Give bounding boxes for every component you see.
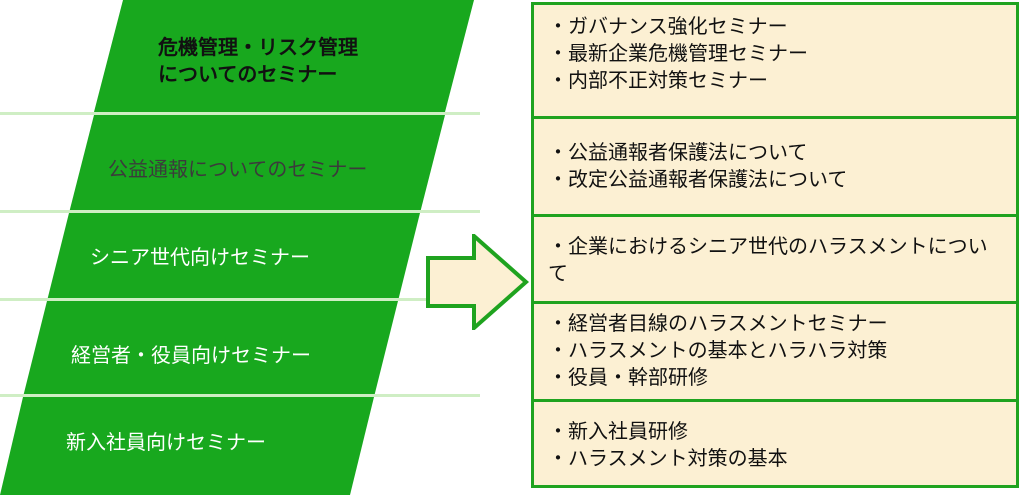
category-label: 経営者・役員向けセミナー [71,343,311,367]
topic-item: ・ハラスメントの基本とハラハラ対策 [548,338,888,362]
category-block-executives: 経営者・役員向けセミナー [0,298,480,397]
topic-item: ・新入社員研修 [548,419,688,443]
topic-item: ・役員・幹部研修 [548,365,708,389]
topic-group-new-employees: ・新入社員研修 ・ハラスメント対策の基本 [534,399,1016,485]
category-label: 公益通報についてのセミナー [108,157,368,181]
category-label: シニア世代向けセミナー [90,245,310,269]
topic-item: ・経営者目線のハラスメントセミナー [548,311,888,335]
topic-item: ・内部不正対策セミナー [548,68,768,92]
topic-item: ・改定公益通報者保護法について [548,167,848,191]
category-block-risk-management: 危機管理・リスク管理 についてのセミナー [0,0,480,112]
topic-item: ・公益通報者保護法について [548,140,808,164]
category-label: 新入社員向けセミナー [66,430,266,454]
topic-group-risk-management: ・ガバナンス強化セミナー ・最新企業危機管理セミナー ・内部不正対策セミナー [534,5,1016,116]
topic-item: ・企業におけるシニア世代のハラスメントについて [548,234,988,285]
topic-group-executives: ・経営者目線のハラスメントセミナー ・ハラスメントの基本とハラハラ対策 ・役員・… [534,301,1016,399]
topic-item: ・最新企業危機管理セミナー [548,41,808,65]
topic-group-whistleblowing: ・公益通報者保護法について ・改定公益通報者保護法について [534,116,1016,214]
seminar-topics-column: ・ガバナンス強化セミナー ・最新企業危機管理セミナー ・内部不正対策セミナー ・… [531,2,1019,488]
parallelogram-shape [23,301,398,397]
category-label: 危機管理・リスク管理 についてのセミナー [158,35,358,86]
parallelogram-shape [69,115,445,213]
topic-item: ・ハラスメント対策の基本 [548,446,788,470]
seminar-category-column: 危機管理・リスク管理 についてのセミナー 公益通報についてのセミナー シニア世代… [0,0,480,495]
topic-group-senior: ・企業におけるシニア世代のハラスメントについて [534,214,1016,301]
parallelogram-shape [0,397,374,495]
category-block-senior: シニア世代向けセミナー [0,210,480,301]
category-block-new-employees: 新入社員向けセミナー [0,394,480,495]
topic-item: ・ガバナンス強化セミナー [548,14,788,38]
parallelogram-shape [47,213,420,301]
right-arrow-icon [426,234,530,330]
category-block-whistleblowing: 公益通報についてのセミナー [0,112,480,213]
parallelogram-shape [94,0,474,112]
